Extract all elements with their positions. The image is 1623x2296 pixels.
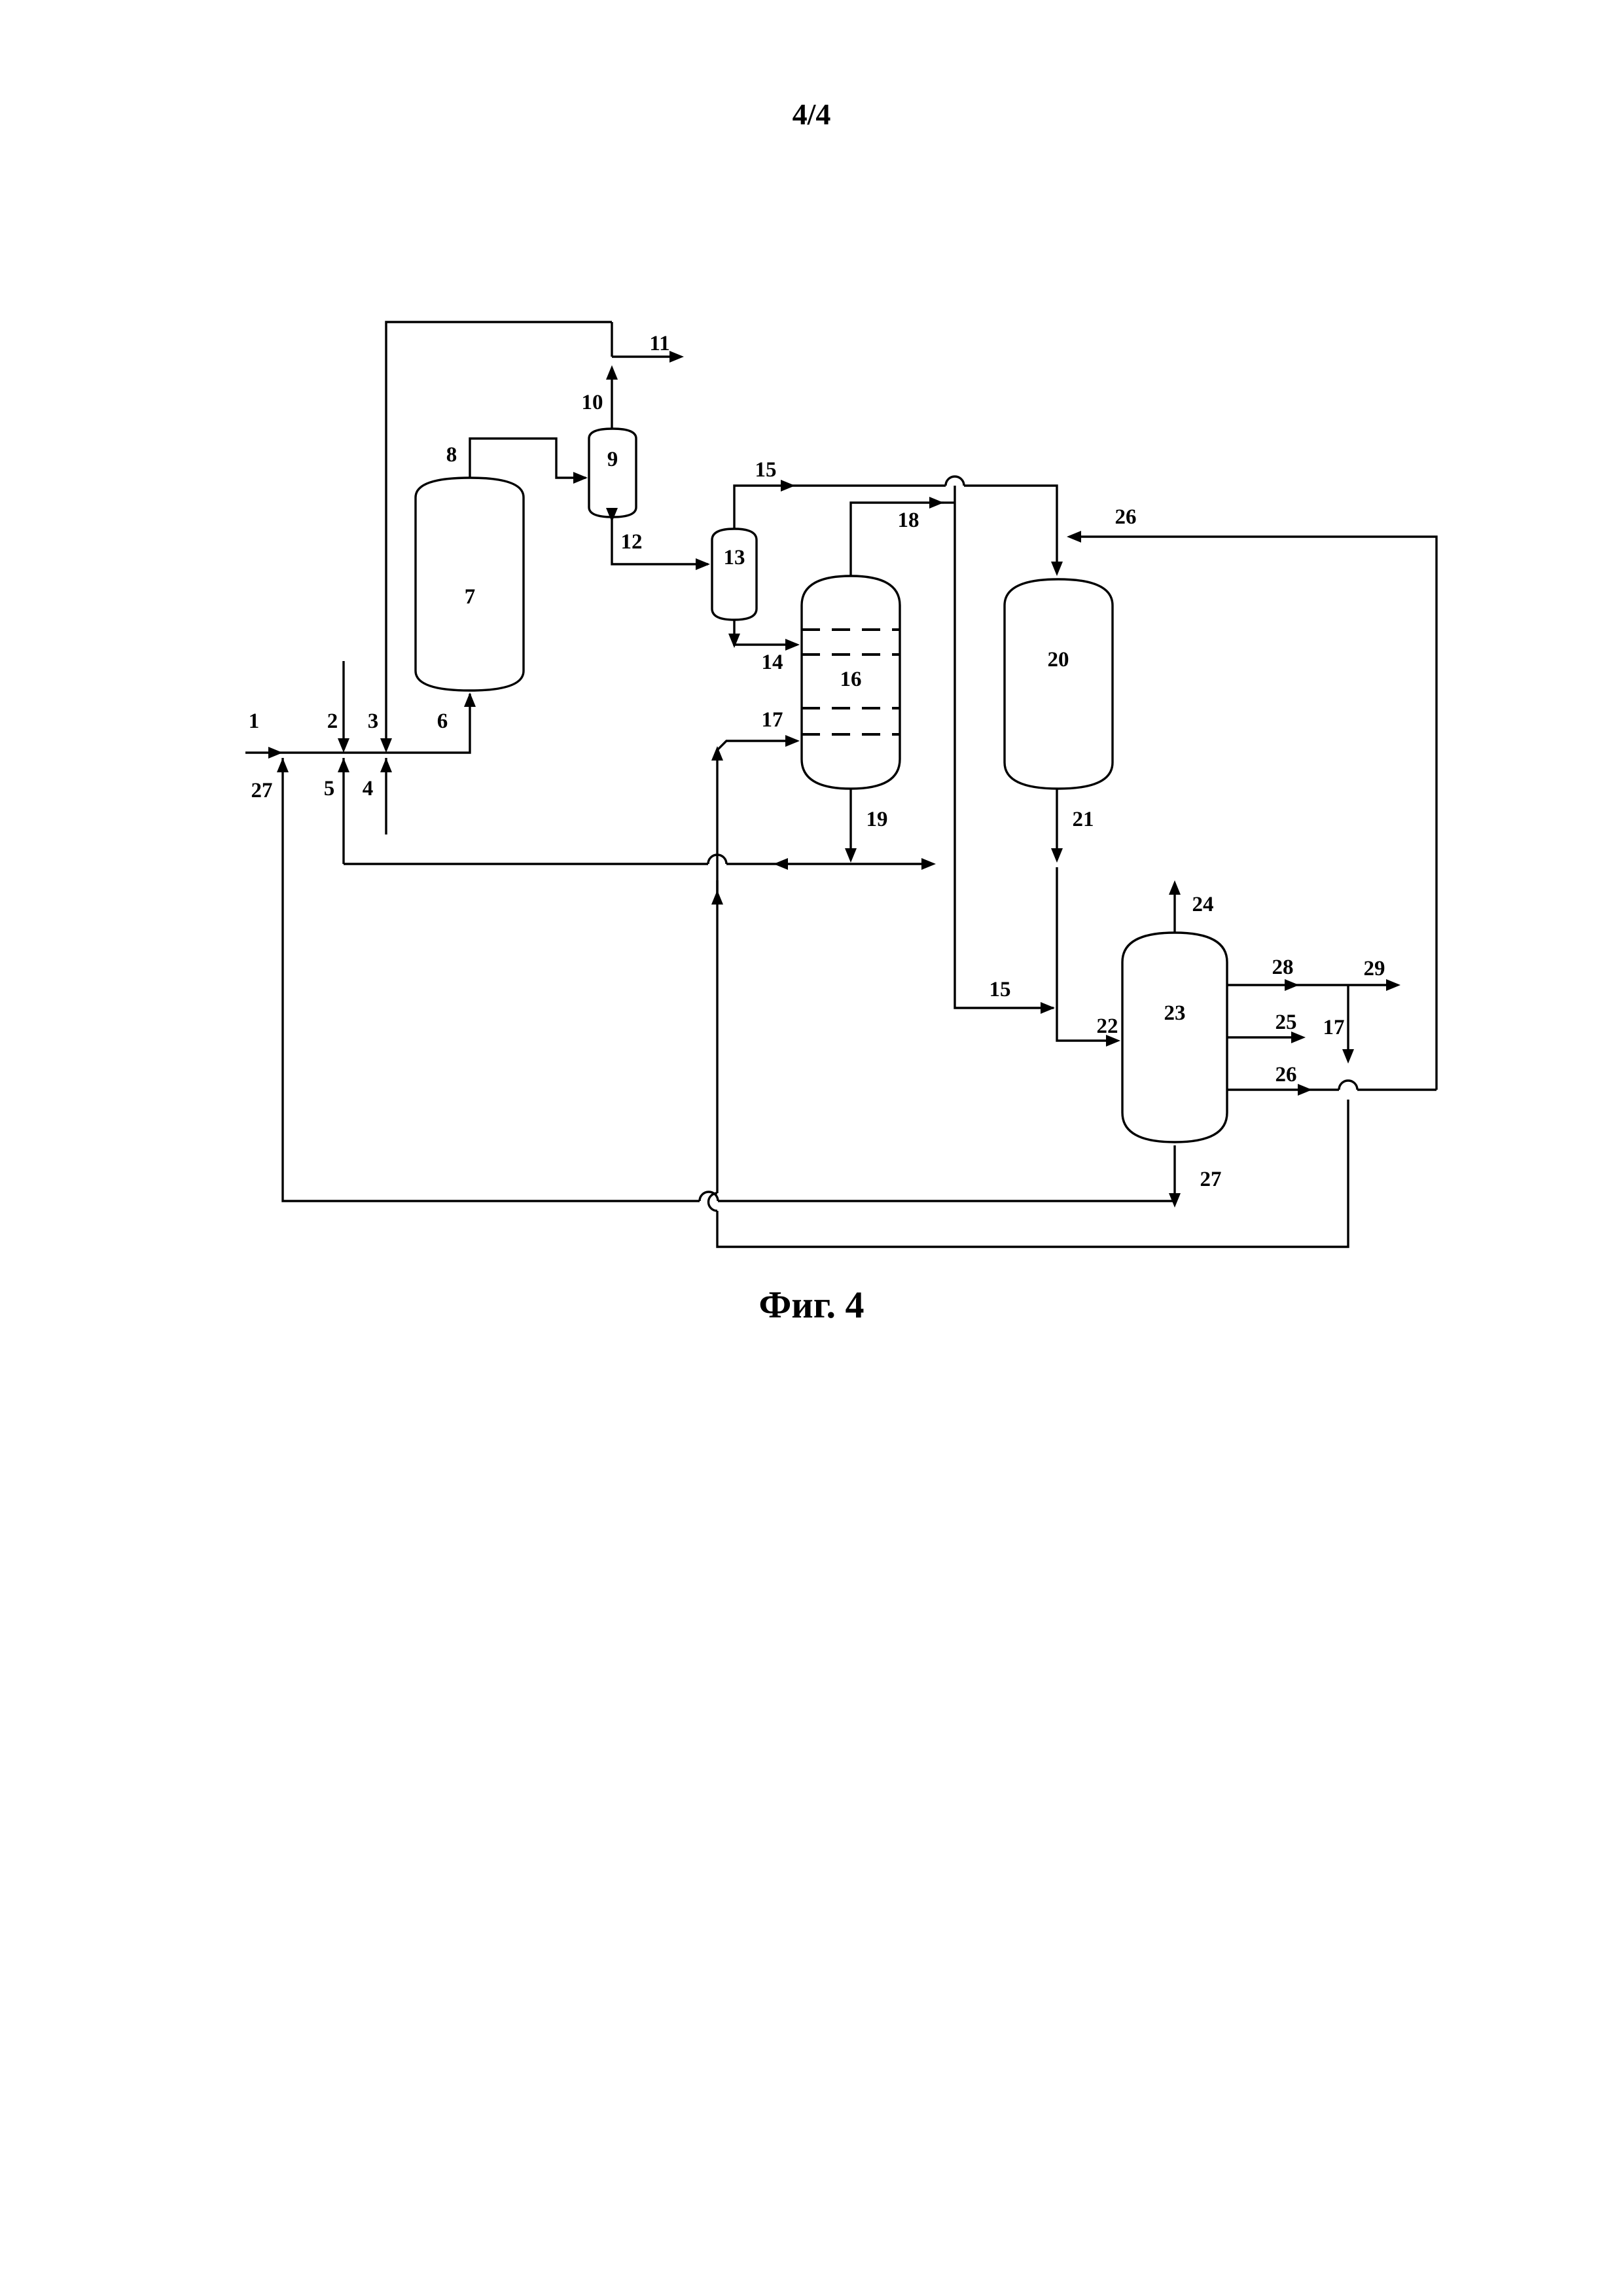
- label-stream-27-left: 27: [251, 779, 273, 802]
- label-vessel-13: 13: [724, 546, 745, 569]
- label-stream-6: 6: [437, 709, 448, 733]
- label-stream-1: 1: [249, 709, 260, 733]
- label-vessel-20: 20: [1048, 648, 1069, 672]
- label-stream-28: 28: [1272, 956, 1294, 979]
- figure-caption: Фиг. 4: [0, 1283, 1623, 1327]
- label-stream-26-top: 26: [1115, 505, 1137, 529]
- label-stream-22: 22: [1097, 1014, 1118, 1038]
- vessel-9: [589, 429, 636, 517]
- label-stream-11: 11: [649, 332, 669, 355]
- label-stream-15-top: 15: [755, 458, 777, 482]
- label-stream-25: 25: [1275, 1011, 1297, 1034]
- vessel-13: [712, 529, 757, 620]
- label-stream-3: 3: [368, 709, 379, 733]
- label-stream-24: 24: [1192, 893, 1214, 916]
- label-stream-5: 5: [324, 777, 335, 800]
- label-stream-14: 14: [762, 651, 783, 674]
- label-stream-27-bottom: 27: [1200, 1168, 1222, 1191]
- vessel-7: [416, 478, 524, 691]
- label-stream-4: 4: [363, 777, 374, 800]
- label-column-23: 23: [1164, 1001, 1186, 1025]
- label-stream-2: 2: [327, 709, 338, 733]
- label-stream-15-bottom: 15: [990, 978, 1011, 1001]
- vessel-20: [1005, 579, 1113, 789]
- label-stream-17-right: 17: [1323, 1016, 1345, 1039]
- label-stream-19: 19: [866, 808, 888, 831]
- column-23: [1122, 933, 1227, 1142]
- label-stream-17-left: 17: [762, 708, 783, 732]
- label-stream-29: 29: [1364, 957, 1385, 980]
- label-vessel-9: 9: [607, 448, 618, 471]
- label-stream-26-right: 26: [1275, 1063, 1297, 1086]
- label-stream-12: 12: [621, 530, 643, 554]
- label-stream-8: 8: [446, 443, 457, 467]
- label-stream-10: 10: [582, 391, 603, 414]
- label-stream-18: 18: [898, 509, 919, 532]
- label-column-16: 16: [840, 668, 862, 691]
- label-vessel-7: 7: [465, 585, 476, 609]
- label-stream-21: 21: [1073, 808, 1094, 831]
